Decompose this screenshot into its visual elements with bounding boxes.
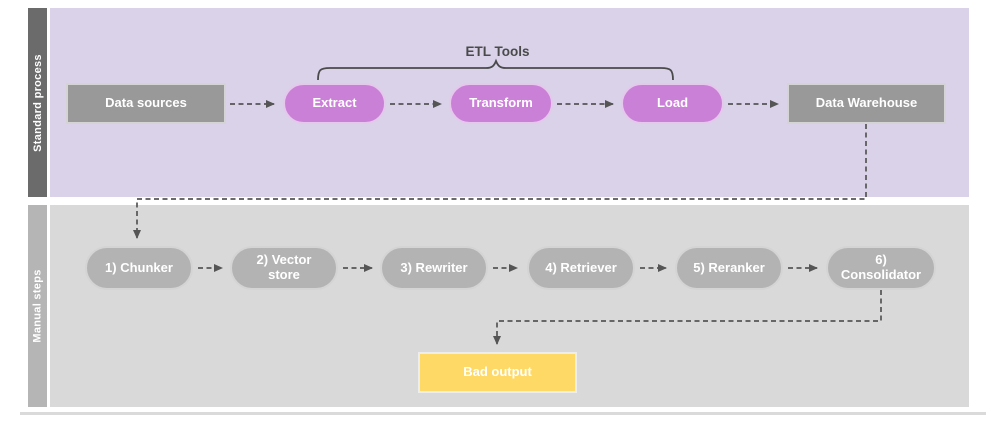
node-retriever: 4) Retriever (527, 246, 635, 290)
node-vector-store: 2) Vector store (230, 246, 338, 290)
node-data-warehouse: Data Warehouse (787, 83, 946, 124)
node-data-sources: Data sources (66, 83, 226, 124)
etl-tools-annotation: ETL Tools (465, 44, 530, 59)
node-chunker-label: 1) Chunker (105, 259, 173, 275)
node-transform-label: Transform (469, 95, 533, 111)
node-consolidator: 6) Consolidator (826, 246, 936, 290)
lane-manual-steps-label: Manual steps (31, 269, 44, 343)
lane-standard-process-bar: Standard process (28, 8, 47, 197)
node-rewriter: 3) Rewriter (380, 246, 488, 290)
node-reranker: 5) Reranker (675, 246, 783, 290)
bottom-divider-line (20, 412, 986, 415)
node-load: Load (621, 83, 724, 124)
node-reranker-label: 5) Reranker (693, 259, 765, 275)
node-consolidator-label: 6) Consolidator (840, 252, 922, 282)
node-chunker: 1) Chunker (85, 246, 193, 290)
node-vector-store-label: 2) Vector store (256, 252, 312, 282)
node-load-label: Load (656, 95, 689, 111)
lane-standard-process-label: Standard process (31, 53, 44, 152)
lane-manual-steps-bar: Manual steps (28, 205, 47, 407)
node-retriever-label: 4) Retriever (545, 259, 617, 275)
node-data-sources-label: Data sources (105, 95, 187, 111)
node-data-warehouse-label: Data Warehouse (815, 95, 918, 111)
node-transform: Transform (449, 83, 553, 124)
node-bad-output: Bad output (418, 352, 577, 393)
node-rewriter-label: 3) Rewriter (400, 259, 468, 275)
node-extract: Extract (283, 83, 386, 124)
node-bad-output-label: Bad output (463, 364, 532, 380)
node-extract-label: Extract (312, 95, 357, 111)
